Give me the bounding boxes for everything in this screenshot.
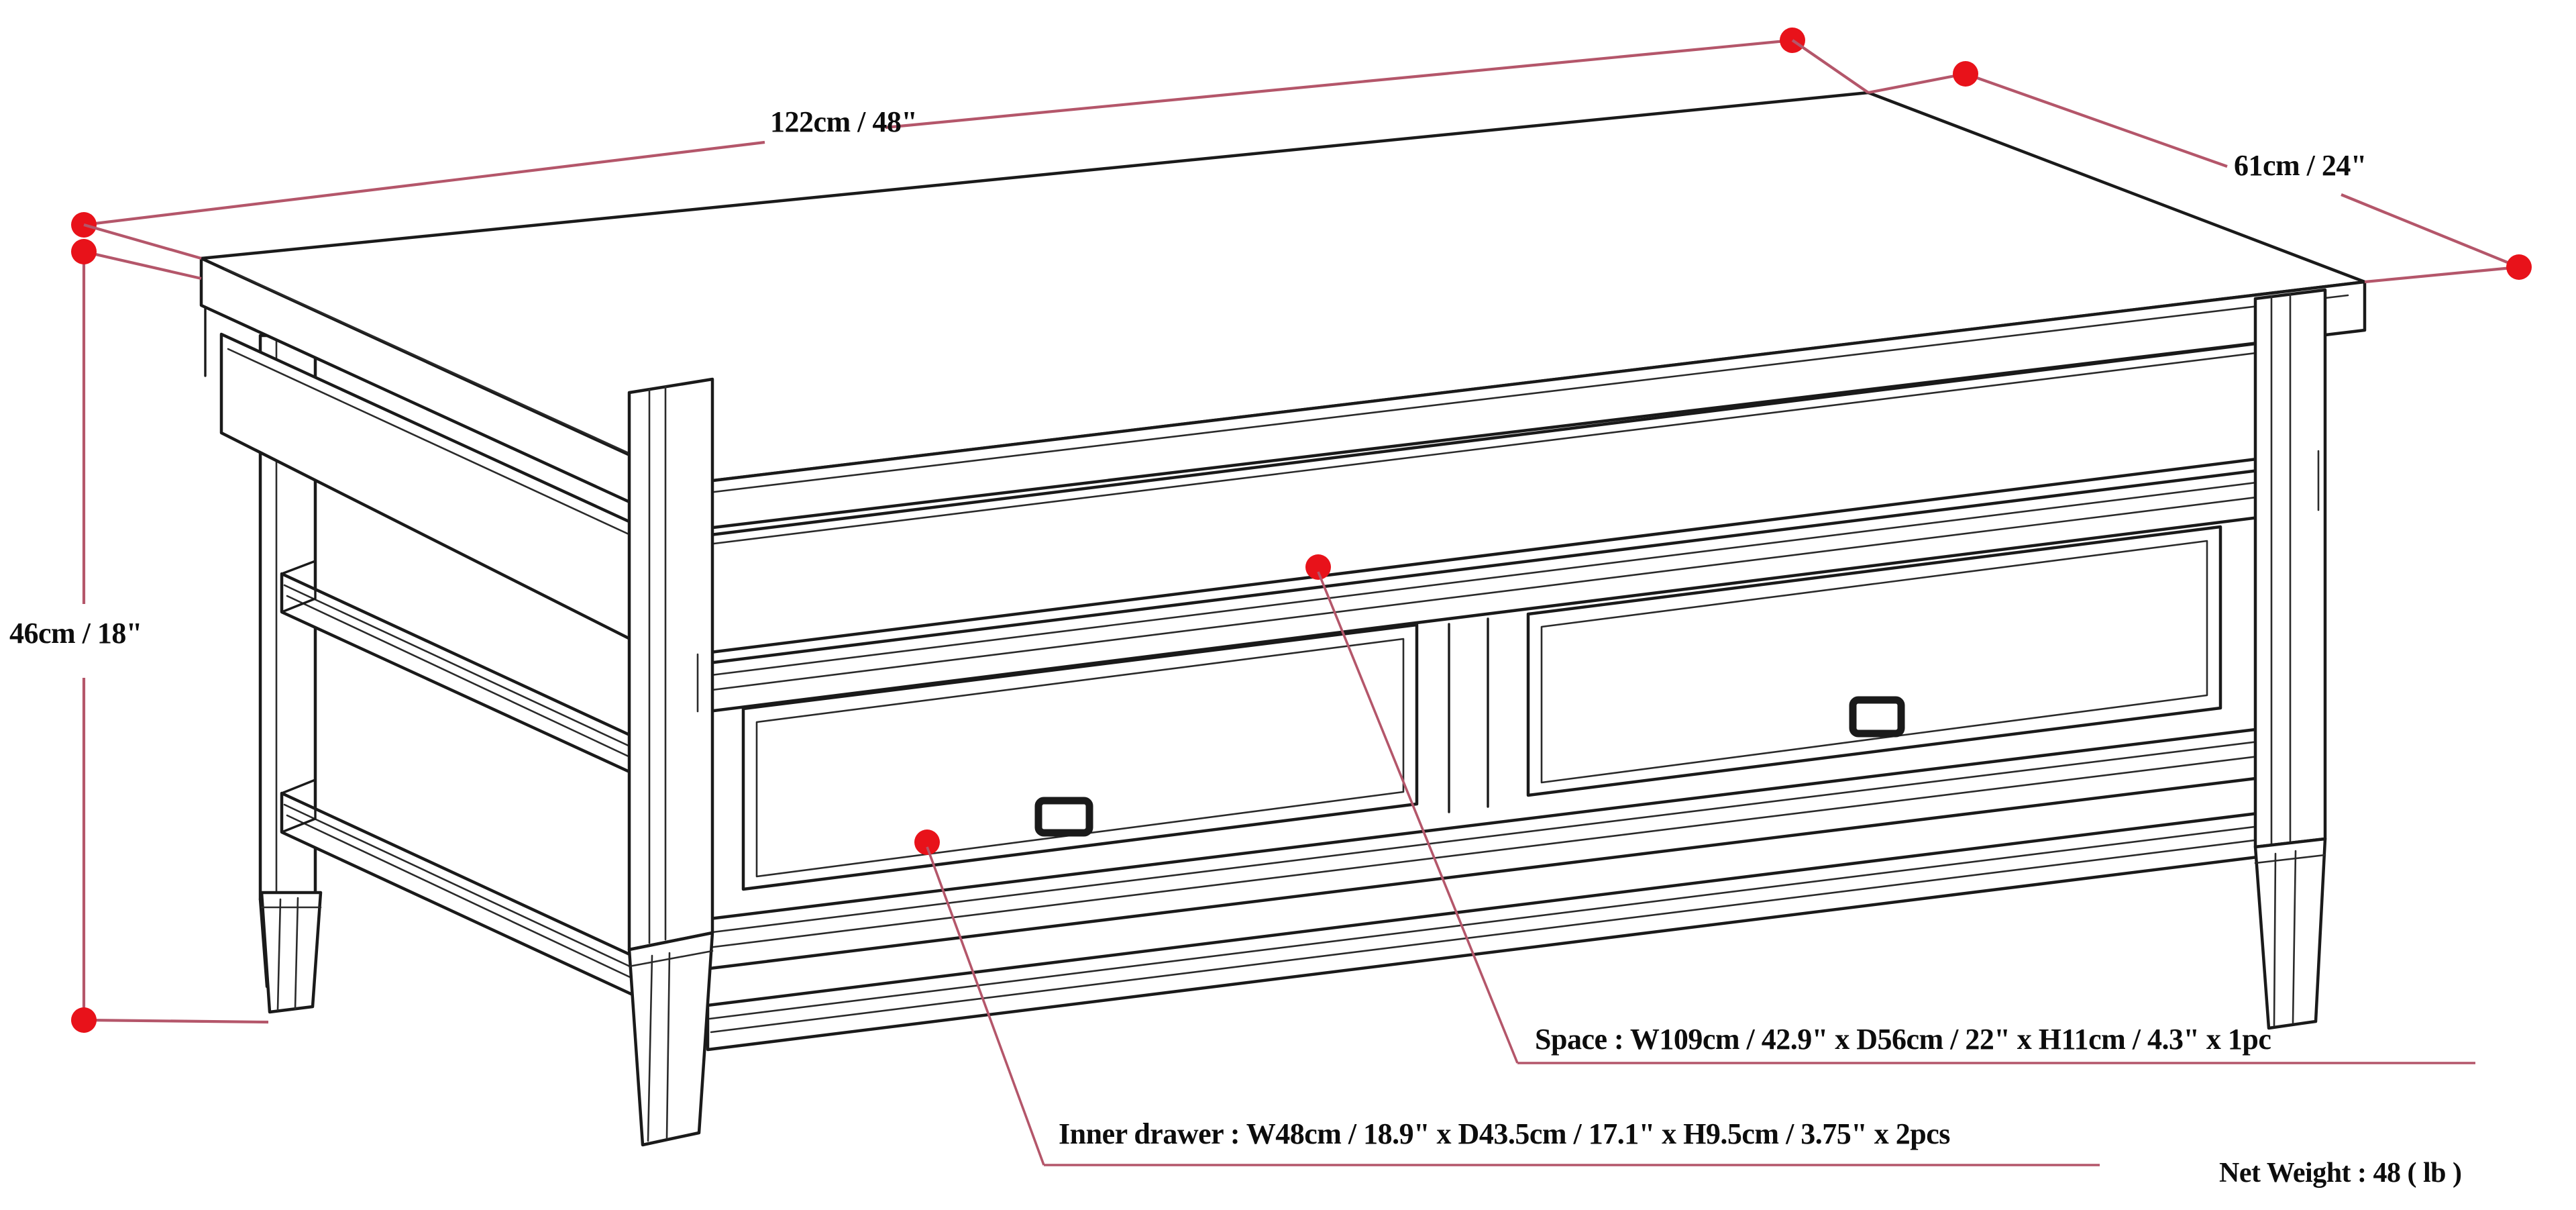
callout-dot-space — [1305, 554, 1331, 580]
dimension-label-width: 122cm / 48" — [770, 105, 918, 138]
dimension-label-depth: 61cm / 24" — [2234, 149, 2367, 182]
dimension-dot-height-bottom — [71, 1007, 97, 1033]
dimension-dot-depth-left — [1953, 61, 1978, 87]
drawer-handle-right[interactable] — [1849, 696, 1905, 738]
table-top — [199, 91, 2367, 532]
callout-label-space: Space : W109cm / 42.9" x D56cm / 22" x H… — [1535, 1023, 2271, 1056]
dimension-dot-height-top — [71, 239, 97, 264]
callout-space-leader — [1305, 554, 2475, 1064]
dimension-depth — [1868, 61, 2532, 284]
dimension-width — [71, 28, 1870, 260]
dimension-height — [71, 239, 269, 1033]
callout-dot-inner-drawer — [914, 829, 940, 855]
leg-rear-left-foot — [260, 891, 323, 1014]
callout-label-inner-drawer: Inner drawer : W48cm / 18.9" x D43.5cm /… — [1059, 1117, 1950, 1150]
net-weight-label: Net Weight : 48 ( lb ) — [2219, 1158, 2462, 1189]
drawer-left — [741, 623, 1419, 891]
drawer-right — [1526, 525, 2222, 797]
callout-drawer-leader — [914, 829, 2100, 1166]
table-illustration — [199, 91, 2367, 1147]
drawer-divider — [1448, 617, 1489, 813]
lower-rail-left — [280, 778, 646, 1002]
leg-front-left — [627, 377, 714, 1147]
dimension-label-height: 46cm / 18" — [9, 617, 142, 650]
drawer-handle-left[interactable] — [1034, 797, 1093, 837]
dimension-dot-depth-right — [2506, 254, 2532, 280]
leg-front-right — [2253, 288, 2327, 1030]
